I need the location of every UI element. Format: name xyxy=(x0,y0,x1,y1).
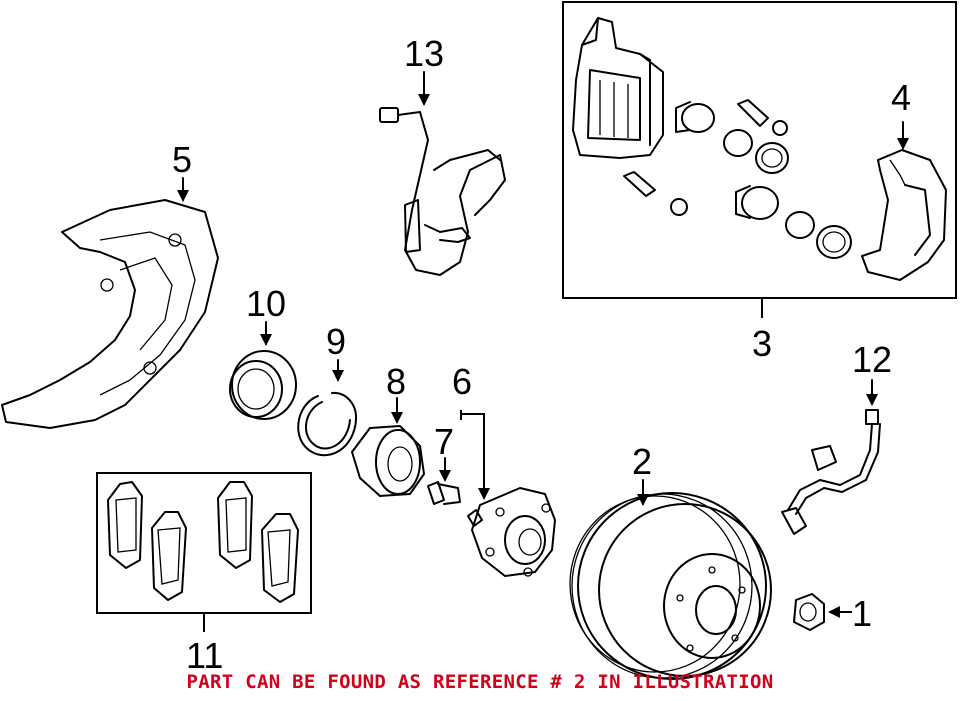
callout-4: 4 xyxy=(891,77,911,118)
callout-2: 2 xyxy=(632,441,652,482)
caliper-bracket-icon xyxy=(861,121,947,281)
hub-nut-icon xyxy=(793,593,852,631)
brake-rotor-icon xyxy=(569,479,772,680)
callout-9: 9 xyxy=(326,321,346,362)
caliper-assembly-icon xyxy=(572,17,852,259)
callout-10: 10 xyxy=(246,283,286,324)
abs-sensor-icon xyxy=(379,71,506,276)
callout-labels: 1 2 3 4 5 6 7 8 9 10 11 12 13 xyxy=(172,33,911,676)
callout-6: 6 xyxy=(452,361,472,402)
caliper-kit-box xyxy=(562,1,957,318)
hub-seal-icon xyxy=(229,321,297,420)
reference-note: PART CAN BE FOUND AS REFERENCE # 2 IN IL… xyxy=(186,671,774,693)
brake-hose-icon xyxy=(781,379,881,535)
wheel-stud-icon xyxy=(427,457,461,505)
snap-ring-icon xyxy=(297,359,358,457)
callout-1: 1 xyxy=(852,593,872,634)
callout-7: 7 xyxy=(434,421,454,462)
brake-pads-icon xyxy=(96,472,312,632)
callout-8: 8 xyxy=(386,361,406,402)
callout-12: 12 xyxy=(852,339,892,380)
callout-13: 13 xyxy=(404,33,444,74)
wheel-bearing-icon xyxy=(351,397,425,497)
callout-3: 3 xyxy=(752,323,772,364)
dust-shield-icon xyxy=(1,177,219,429)
callout-11: 11 xyxy=(186,635,223,676)
callout-5: 5 xyxy=(172,139,192,180)
wheel-hub-icon xyxy=(460,410,556,577)
